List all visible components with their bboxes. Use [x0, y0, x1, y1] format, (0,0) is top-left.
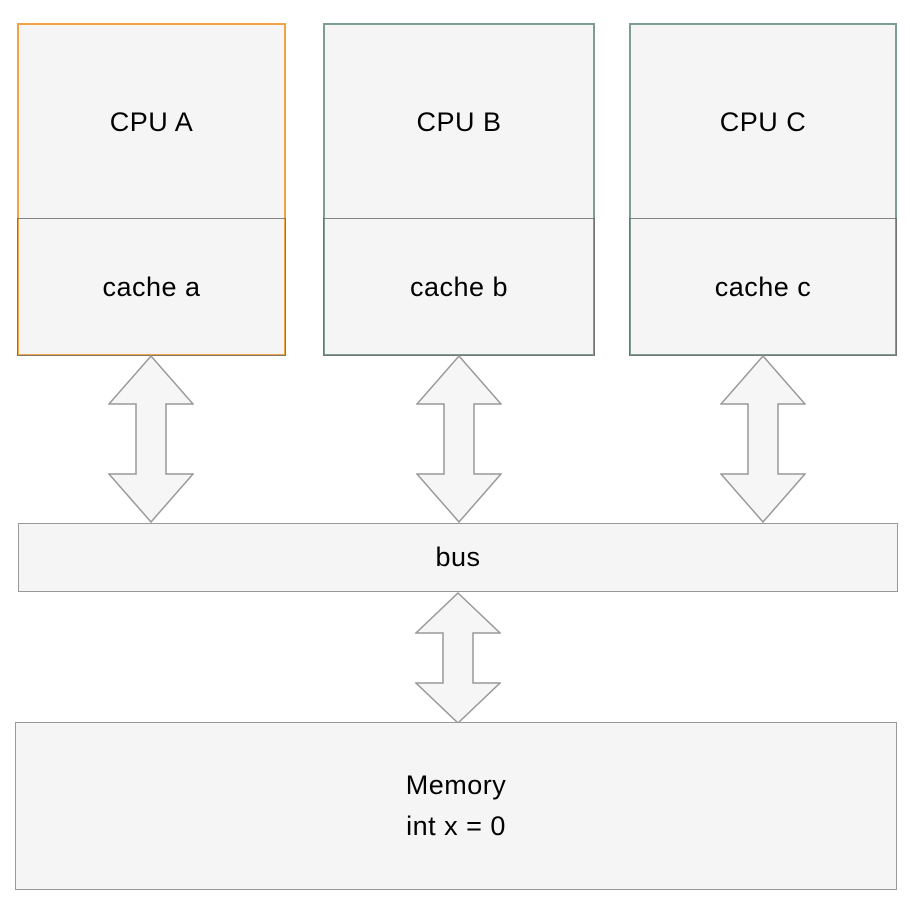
memory-value: int x = 0 — [406, 811, 506, 841]
cache-c-bus-arrow-icon — [720, 355, 806, 523]
cpu-b-box: CPU B — [325, 25, 593, 219]
cpu-c-box: CPU C — [631, 25, 895, 219]
memory-title: Memory — [405, 770, 507, 800]
cache-b-bus-arrow-icon — [416, 355, 502, 523]
cache-a-bus-arrow-icon — [108, 355, 194, 523]
memory-box: Memory int x = 0 — [15, 722, 897, 890]
cache-c-box: cache c — [629, 218, 897, 356]
cpu-c-label: CPU C — [719, 106, 807, 137]
cache-b-box: cache b — [323, 218, 595, 356]
cpu-column-a: CPU A cache a — [17, 23, 286, 356]
cpu-column-b: CPU B cache b — [323, 23, 595, 356]
cpu-a-box: CPU A — [19, 25, 284, 219]
cpu-column-c: CPU C cache c — [629, 23, 897, 356]
cpu-b-label: CPU B — [416, 106, 502, 137]
cache-c-label: cache c — [714, 271, 812, 302]
bus-bar: bus — [18, 523, 898, 592]
cpu-a-label: CPU A — [109, 106, 194, 137]
cache-a-box: cache a — [17, 218, 286, 356]
cache-a-label: cache a — [102, 271, 201, 302]
bus-memory-arrow-icon — [415, 592, 501, 724]
bus-label: bus — [435, 542, 481, 572]
cache-b-label: cache b — [409, 271, 509, 302]
